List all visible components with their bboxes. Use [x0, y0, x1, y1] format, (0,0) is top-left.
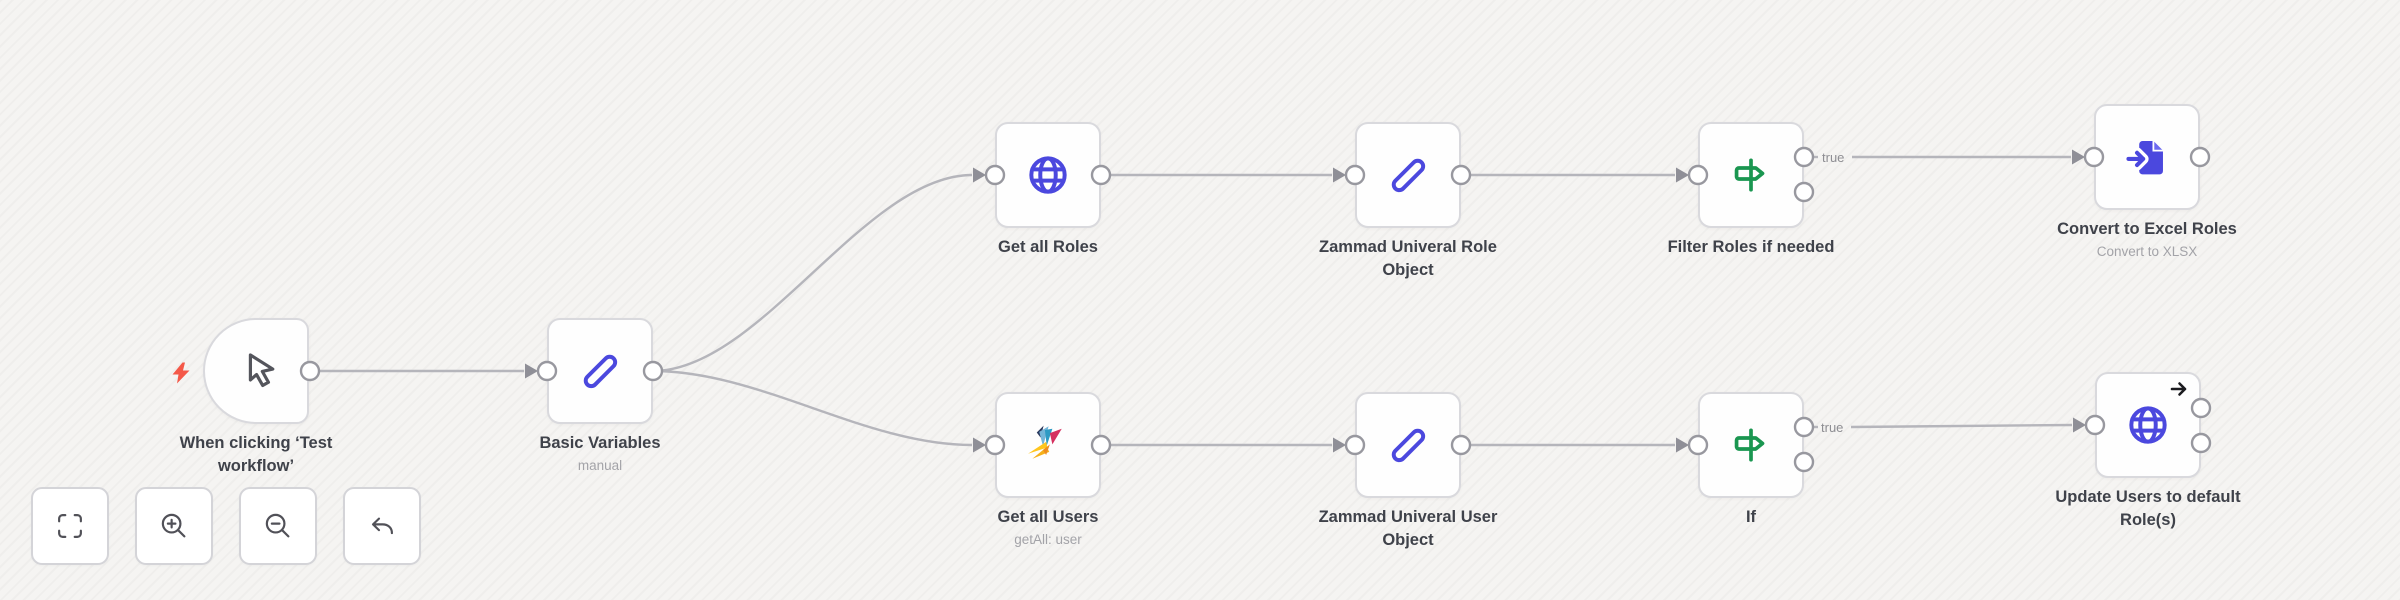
pencil-icon: [1391, 428, 1426, 463]
node-title: Zammad Univeral Role Object: [1319, 238, 1497, 280]
node-get-all-users[interactable]: Get all Users getAll: user: [995, 392, 1101, 547]
node-zammad-univeral-role-object[interactable]: Zammad Univeral Role Object: [1319, 122, 1497, 279]
file-import-icon: [2124, 141, 2163, 175]
node-title: Update Users to default Role(s): [2055, 488, 2241, 530]
node-basic-variables[interactable]: Basic Variables manual: [539, 318, 661, 473]
node-subtitle: getAll: user: [1014, 532, 1082, 548]
zoom-to-fit-button[interactable]: [31, 487, 109, 565]
cursor-icon: [248, 353, 275, 388]
arrowhead: [1333, 437, 1346, 453]
zammad-logo-icon: [1028, 425, 1062, 459]
node-label: Get all Roles: [938, 236, 1158, 259]
arrowhead: [2072, 149, 2085, 165]
arrowhead: [1333, 167, 1346, 183]
node-label: Zammad Univeral User Object: [1308, 506, 1508, 553]
arrowhead: [973, 437, 986, 453]
node-label: Update Users to default Role(s): [2028, 486, 2268, 533]
zoom-out-icon: [265, 513, 290, 538]
node-subtitle: manual: [577, 458, 623, 474]
canvas-toolbar: [31, 487, 421, 565]
node-convert-to-excel-roles[interactable]: Convert to Excel Roles Convert to XLSX: [2057, 104, 2237, 259]
node-title: Zammad Univeral User Object: [1318, 508, 1498, 550]
undo-icon: [371, 517, 394, 535]
arrowhead: [2073, 417, 2086, 433]
arrowhead: [525, 363, 538, 379]
zoom-in-icon: [161, 513, 186, 538]
node-filter-roles-if-needed[interactable]: Filter Roles if needed: [1668, 122, 1834, 256]
globe-icon: [2129, 406, 2167, 444]
node-subtitle: Convert to XLSX: [2096, 244, 2198, 260]
node-title: Get all Users: [997, 508, 1099, 526]
node-label: Convert to Excel Roles Convert to XLSX: [2027, 218, 2267, 259]
zoom-in-button[interactable]: [135, 487, 213, 565]
expand-icon: [58, 514, 82, 538]
arrowhead: [1676, 167, 1689, 183]
globe-icon: [1029, 156, 1067, 194]
node-label: Filter Roles if needed: [1636, 236, 1866, 259]
node-label: If: [1641, 506, 1861, 529]
node-zammad-univeral-user-object[interactable]: Zammad Univeral User Object: [1319, 392, 1497, 549]
node-title: Filter Roles if needed: [1667, 238, 1835, 256]
node-title: Basic Variables: [539, 434, 661, 452]
connection-basic-variables-to-get-all-roles[interactable]: [652, 173, 973, 373]
pencil-icon: [583, 354, 618, 389]
connection-if-true-to-update-users[interactable]: [1850, 423, 2073, 429]
node-title: When clicking ‘Test workflow’: [179, 434, 333, 476]
signpost-icon: [1734, 158, 1765, 192]
node-title: Get all Roles: [998, 238, 1098, 256]
node-label: When clicking ‘Test workflow’: [156, 432, 356, 479]
node-update-users-to-default-roles[interactable]: Update Users to default Role(s): [2055, 372, 2241, 529]
signpost-icon: [1734, 428, 1765, 462]
pencil-icon: [1391, 158, 1426, 193]
node-title: Convert to Excel Roles: [2057, 220, 2237, 238]
node-label: Zammad Univeral Role Object: [1308, 236, 1508, 283]
reset-view-button[interactable]: [343, 487, 421, 565]
arrow-right-icon: [2170, 382, 2187, 396]
arrowhead: [1676, 437, 1689, 453]
node-if[interactable]: If: [1698, 392, 1804, 526]
arrowhead: [973, 167, 986, 183]
zoom-out-button[interactable]: [239, 487, 317, 565]
node-label: Basic Variables manual: [490, 432, 710, 473]
node-title: If: [1745, 508, 1757, 526]
node-when-clicking-test-workflow[interactable]: When clicking ‘Test workflow’: [172, 318, 332, 475]
edge-label-true: true: [1821, 420, 1843, 435]
node-get-all-roles[interactable]: Get all Roles: [995, 122, 1101, 256]
edge-label-true: true: [1822, 150, 1844, 165]
lightning-bolt-icon: [172, 362, 190, 384]
node-label: Get all Users getAll: user: [938, 506, 1158, 547]
